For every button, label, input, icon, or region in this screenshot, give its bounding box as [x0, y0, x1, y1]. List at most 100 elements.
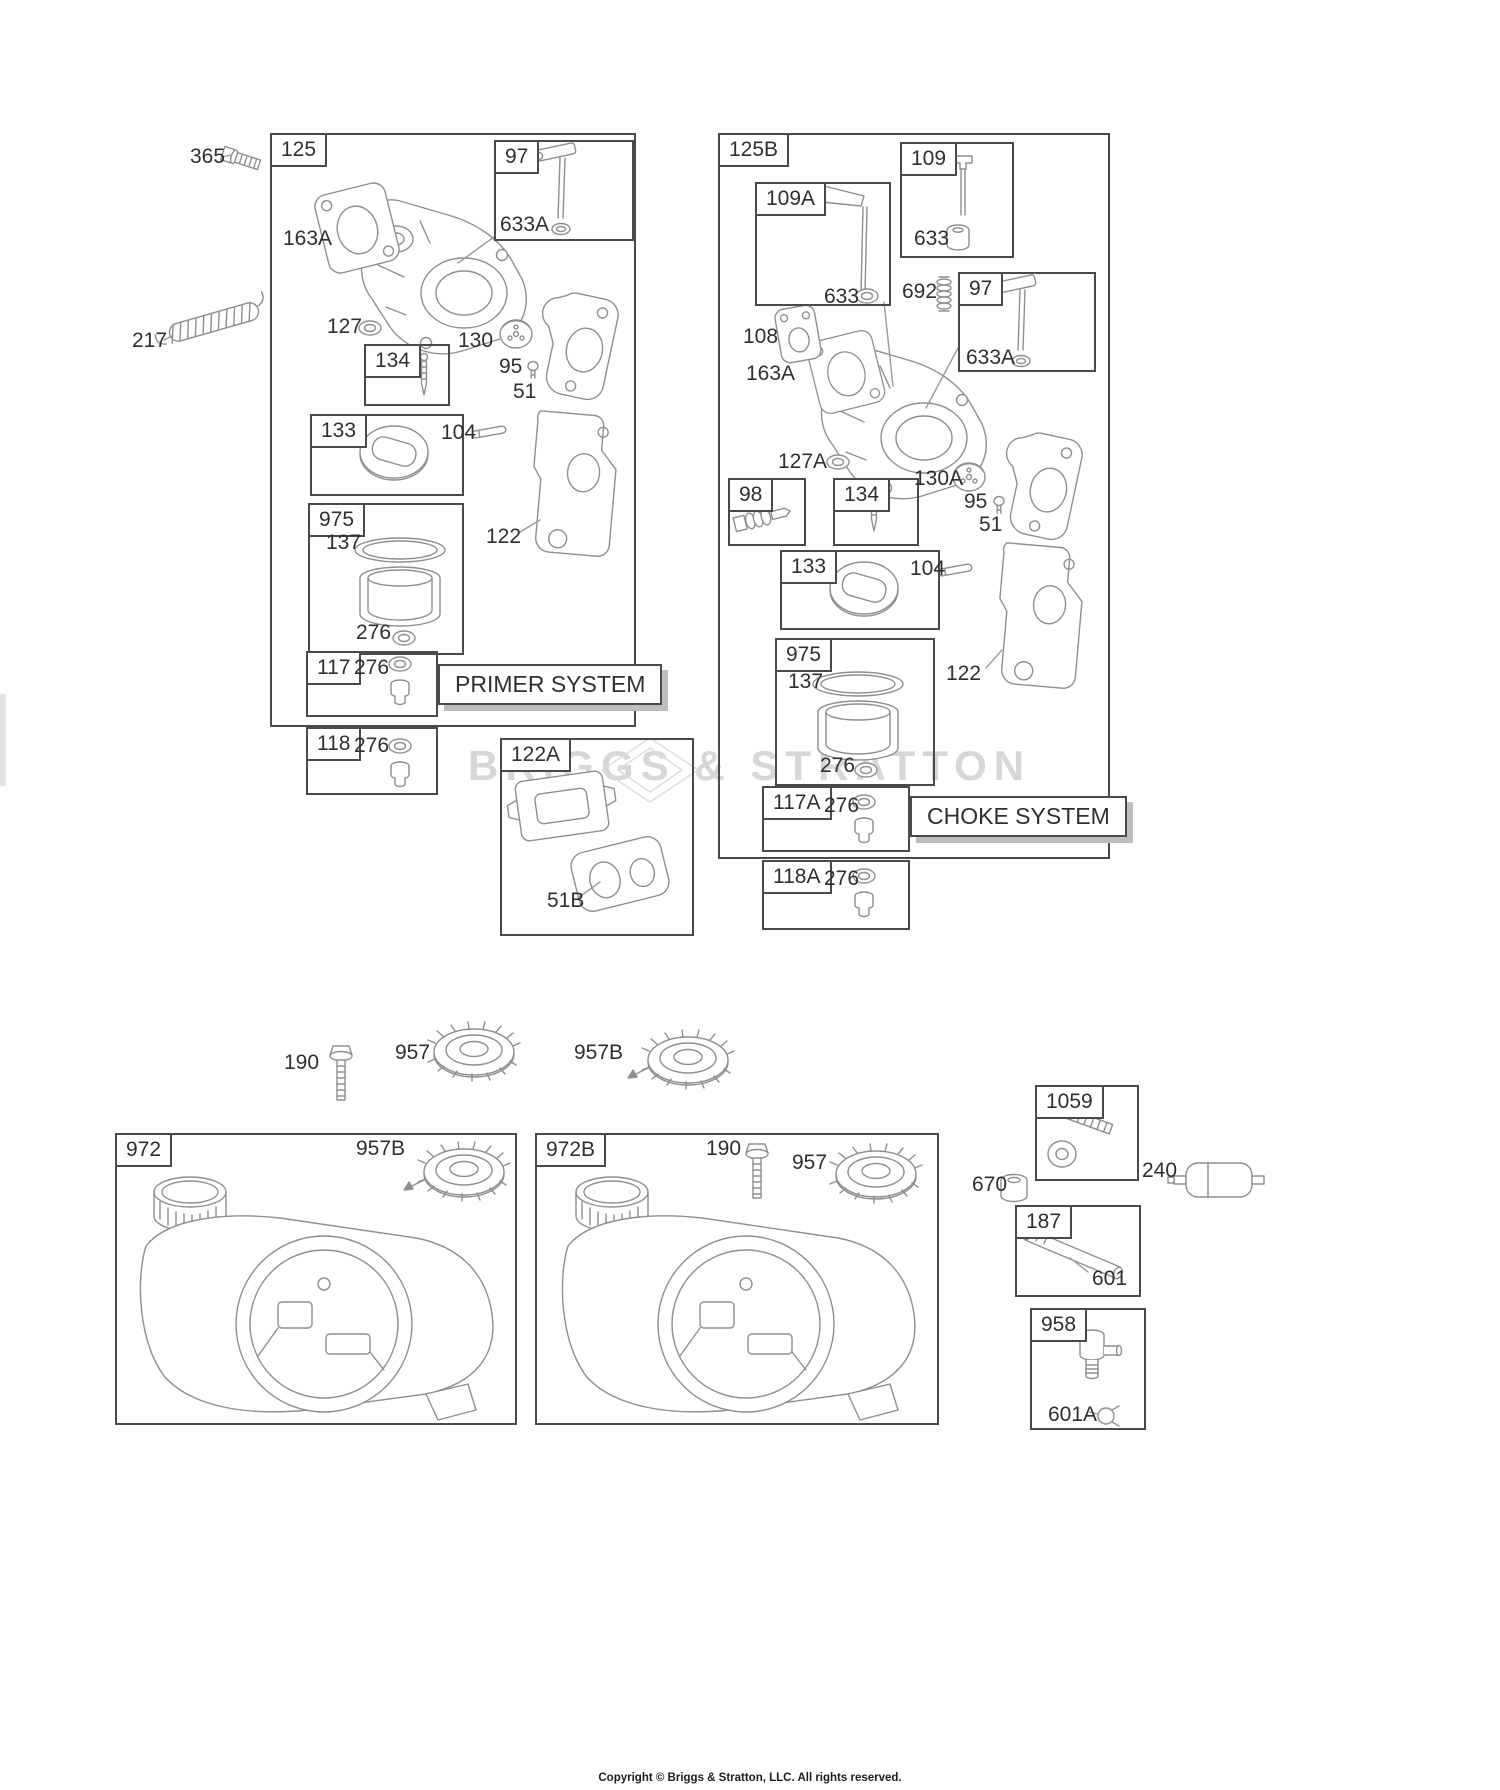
- part-number-tag-133-right: 133: [780, 550, 838, 585]
- part-number-tag-972B: 972B: [535, 1133, 607, 1168]
- fuel-filter-240-icon: [1167, 1162, 1265, 1198]
- group-box-122A: 122A: [500, 738, 694, 936]
- group-box-972: 972: [115, 1133, 517, 1425]
- part-number-tag-97-right: 97: [958, 272, 1004, 307]
- group-box-98: 98: [728, 478, 806, 546]
- part-label-692: 692: [902, 280, 938, 303]
- group-box-109A: 109A: [755, 182, 891, 306]
- part-label-217: 217: [132, 329, 168, 352]
- bolt-190-top-icon: [329, 1045, 353, 1101]
- part-label-163A-right: 163A: [746, 362, 796, 385]
- part-label-127A: 127A: [778, 450, 828, 473]
- part-label-365: 365: [190, 145, 226, 168]
- part-label-95-right: 95: [964, 490, 988, 513]
- group-box-125: 125: [270, 133, 636, 727]
- part-number-tag-118: 118: [306, 727, 362, 762]
- part-label-137-left: 137: [326, 531, 362, 554]
- part-label-108: 108: [743, 325, 779, 348]
- part-label-633-109: 633: [914, 227, 950, 250]
- clamp-601A-icon: [1097, 1405, 1120, 1427]
- part-number-tag-125: 125: [270, 133, 328, 168]
- group-box-958: 958: [1030, 1308, 1146, 1430]
- part-label-51B: 51B: [547, 889, 585, 912]
- group-box-134-right: 134: [833, 478, 919, 546]
- part-number-tag-975-left: 975: [308, 503, 366, 538]
- gasket-108-icon: [774, 304, 822, 364]
- idle-screw-98-icon: [732, 507, 791, 533]
- part-label-190-tank: 190: [706, 1137, 742, 1160]
- part-label-957-top: 957: [395, 1041, 431, 1064]
- part-number-tag-187: 187: [1015, 1205, 1073, 1240]
- part-number-tag-134-right: 134: [833, 478, 891, 513]
- part-label-104-left: 104: [441, 421, 477, 444]
- part-label-601: 601: [1092, 1267, 1128, 1290]
- group-box-117A: 117A: [762, 786, 910, 852]
- group-box-118: 118: [306, 727, 438, 795]
- group-box-972B: 972B: [535, 1133, 939, 1425]
- part-label-276-975-right: 276: [820, 754, 856, 777]
- part-label-190-top: 190: [284, 1051, 320, 1074]
- part-number-tag-109: 109: [900, 142, 958, 177]
- part-label-276-118A: 276: [824, 867, 860, 890]
- part-label-601A: 601A: [1048, 1403, 1098, 1426]
- group-box-134-left: 134: [364, 344, 450, 406]
- spring-692-icon: [936, 276, 952, 312]
- part-number-tag-1059: 1059: [1035, 1085, 1104, 1120]
- part-label-276-117A: 276: [824, 794, 860, 817]
- leader-lines: [163, 154, 1098, 1415]
- part-label-122-left: 122: [486, 525, 522, 548]
- group-box-125B: 125B: [718, 133, 1110, 859]
- part-label-130: 130: [458, 329, 494, 352]
- group-box-97-left: 97: [494, 140, 634, 241]
- group-box-975-left: 975: [308, 503, 464, 655]
- part-label-670: 670: [972, 1173, 1008, 1196]
- group-box-975-right: 975: [775, 638, 935, 786]
- group-box-187: 187: [1015, 1205, 1141, 1297]
- part-number-tag-975-right: 975: [775, 638, 833, 673]
- part-label-957-tank: 957: [792, 1151, 828, 1174]
- copyright-text: Copyright © Briggs & Stratton, LLC. All …: [598, 1772, 902, 1784]
- part-number-tag-98: 98: [728, 478, 774, 513]
- bolt-365-icon: [219, 145, 262, 171]
- part-label-276-118: 276: [354, 734, 390, 757]
- group-box-133-right: 133: [780, 550, 940, 630]
- spacer-670-icon: [1000, 1173, 1028, 1203]
- part-label-163A-left: 163A: [283, 227, 333, 250]
- bushing-633-icon: [946, 224, 970, 251]
- spacer-122A-icon: [506, 770, 617, 842]
- choke-system-label: CHOKE SYSTEM: [910, 796, 1127, 837]
- part-label-276-117: 276: [354, 656, 390, 679]
- washer-1059-icon: [1047, 1140, 1077, 1168]
- part-label-51-left: 51: [513, 380, 537, 403]
- group-box-133-left: 133: [310, 414, 464, 496]
- part-number-tag-118A: 118A: [762, 860, 832, 895]
- part-label-51-right: 51: [979, 513, 1003, 536]
- part-number-tag-97-left: 97: [494, 140, 540, 175]
- fuel-cap-957B-top-icon: [628, 1030, 734, 1089]
- group-box-117: 117: [306, 651, 438, 717]
- part-number-tag-117: 117: [306, 651, 362, 686]
- part-label-95-left: 95: [499, 355, 523, 378]
- fuel-cap-957-top-icon: [427, 1021, 521, 1082]
- part-label-633-right: 633: [824, 285, 860, 308]
- part-label-104-right: 104: [910, 557, 946, 580]
- part-number-tag-117A: 117A: [762, 786, 832, 821]
- group-box-118A: 118A: [762, 860, 910, 930]
- part-number-tag-134-left: 134: [364, 344, 422, 379]
- part-label-130A: 130A: [914, 467, 964, 490]
- primer-system-label: PRIMER SYSTEM: [438, 664, 663, 705]
- part-number-tag-958: 958: [1030, 1308, 1088, 1343]
- part-label-957B-tank: 957B: [356, 1137, 406, 1160]
- group-box-1059: 1059: [1035, 1085, 1139, 1181]
- part-label-957B-top: 957B: [574, 1041, 624, 1064]
- group-box-109: 109: [900, 142, 1014, 258]
- choke-shaft-109-icon: [953, 155, 973, 216]
- part-label-633A-right: 633A: [966, 346, 1016, 369]
- group-box-97-right: 97: [958, 272, 1096, 372]
- part-number-tag-133-left: 133: [310, 414, 368, 449]
- part-label-137-right: 137: [788, 670, 824, 693]
- part-label-122-right: 122: [946, 662, 982, 685]
- part-number-tag-109A: 109A: [755, 182, 827, 217]
- watermark-logo: [0, 694, 699, 803]
- part-label-276-975-left: 276: [356, 621, 392, 644]
